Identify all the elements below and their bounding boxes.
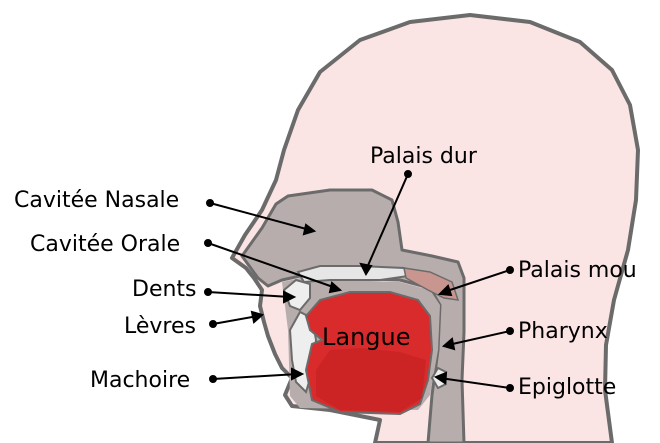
label-cavite-nasale: Cavitée Nasale [14, 188, 179, 213]
label-levres: Lèvres [124, 314, 196, 339]
label-langue: Langue [322, 323, 411, 351]
tongue-shade [316, 348, 426, 412]
label-cavite-orale: Cavitée Orale [30, 232, 180, 257]
label-palais-mou: Palais mou [518, 258, 637, 283]
pointer-dot-palais-dur [405, 171, 411, 177]
pointer-dot-pharynx [507, 328, 513, 334]
label-machoire: Machoire [90, 368, 190, 393]
pointer-dot-dents [205, 289, 211, 295]
pointer-dot-cavite-nasale [207, 200, 213, 206]
pointer-machoire [213, 374, 298, 379]
label-dents: Dents [132, 277, 197, 302]
pointer-dot-machoire [210, 376, 216, 382]
pointer-levres [213, 316, 258, 324]
pointer-dot-cavite-orale [205, 240, 211, 246]
label-pharynx: Pharynx [518, 319, 608, 344]
pointer-dot-levres [210, 321, 216, 327]
label-palais-dur: Palais dur [370, 144, 478, 169]
label-epiglotte: Epiglotte [518, 375, 616, 400]
pointer-dot-palais-mou [507, 267, 513, 273]
pointer-dot-epiglotte [507, 385, 513, 391]
